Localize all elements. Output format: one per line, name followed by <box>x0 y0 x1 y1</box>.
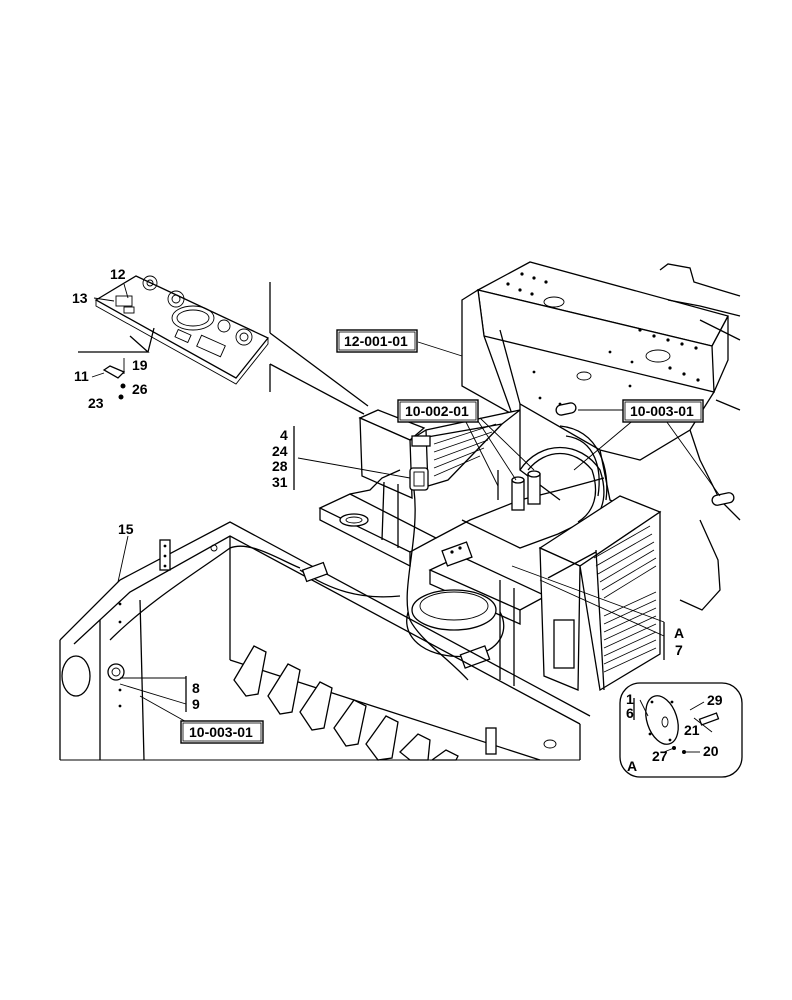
connector-icon <box>409 467 429 491</box>
mounting-holes <box>506 272 700 406</box>
callout-23: 23 <box>88 395 104 411</box>
ref-label-10-003-01-lower: 10-003-01 <box>189 724 253 740</box>
gauge-icon <box>167 290 185 308</box>
gauge-icon <box>217 319 231 333</box>
switch-icon <box>102 365 126 379</box>
clamp-block <box>441 541 473 567</box>
detail-projection-lines <box>269 282 369 415</box>
gauge-icon <box>142 275 158 291</box>
frame-holes <box>118 602 122 708</box>
callout-26: 26 <box>132 381 148 397</box>
callout-12: 12 <box>110 266 126 282</box>
callout-29: 29 <box>707 692 723 708</box>
callout-28: 28 <box>272 458 288 474</box>
ref-label-12-001-01: 12-001-01 <box>344 333 408 349</box>
leader-lines <box>117 341 721 725</box>
tooth-plates <box>233 645 459 761</box>
reference-boxes: 12-001-01 10-002-01 10-003-01 10-003-01 <box>180 329 704 744</box>
callout-11: 11 <box>74 368 89 384</box>
callout-7: 7 <box>675 642 683 658</box>
stairs <box>538 495 662 692</box>
ref-box-10-003-01-upper[interactable]: 10-003-01 <box>622 399 704 423</box>
callout-6: 6 <box>626 705 634 721</box>
callout-15: 15 <box>118 521 134 537</box>
callouts: 12 13 11 19 26 23 4 24 28 31 15 8 9 A 7 … <box>72 266 723 774</box>
callout-20: 20 <box>703 743 719 759</box>
center-structure <box>299 409 609 686</box>
instrument-panel-inset <box>78 275 270 400</box>
ref-label-10-003-01-upper: 10-003-01 <box>630 403 694 419</box>
stair-hatching <box>433 423 497 477</box>
callout-21: 21 <box>684 722 700 738</box>
main-gauge-icon <box>171 305 215 331</box>
ref-box-10-002-01[interactable]: 10-002-01 <box>397 399 479 423</box>
callout-31: 31 <box>272 474 288 490</box>
ref-box-12-001-01[interactable]: 12-001-01 <box>336 329 418 353</box>
callout-24: 24 <box>272 443 288 459</box>
detail-a-inset <box>619 682 743 778</box>
callout-a: A <box>674 625 684 641</box>
gauge-icon <box>235 328 253 346</box>
detail-letter-a: A <box>627 758 637 774</box>
callout-8: 8 <box>192 680 200 696</box>
ref-label-10-002-01: 10-002-01 <box>405 403 469 419</box>
callout-27: 27 <box>652 748 668 764</box>
ref-box-10-003-01-lower[interactable]: 10-003-01 <box>180 720 264 744</box>
callout-4: 4 <box>280 427 288 443</box>
callout-9: 9 <box>192 696 200 712</box>
upper-frame <box>461 261 741 611</box>
stair-steps <box>593 525 657 673</box>
lower-frame <box>59 521 591 761</box>
callout-13: 13 <box>72 290 88 306</box>
callout-19: 19 <box>132 357 148 373</box>
callout-1: 1 <box>626 691 634 707</box>
